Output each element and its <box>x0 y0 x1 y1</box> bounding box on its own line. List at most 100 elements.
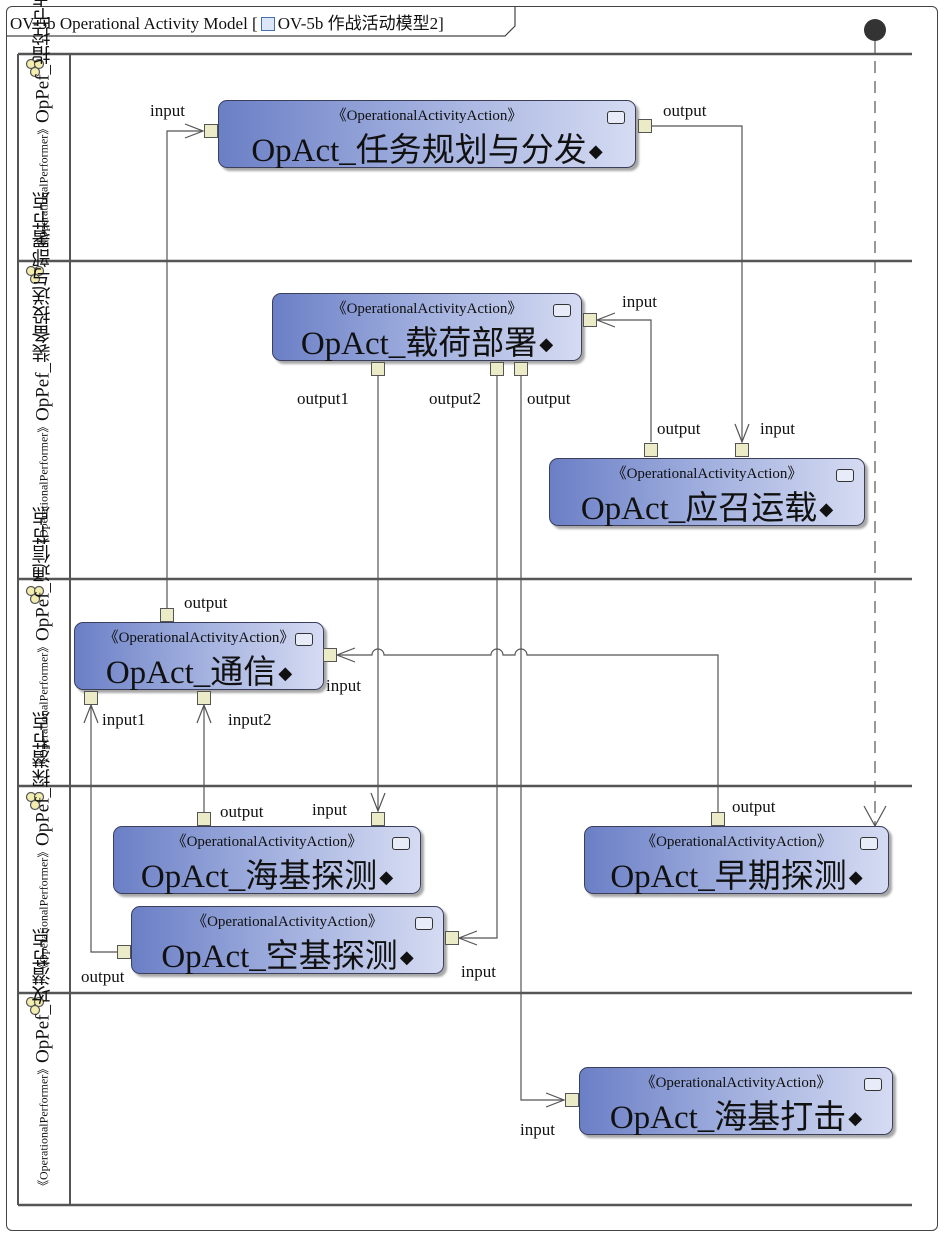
pin-strike-input[interactable] <box>565 1093 579 1107</box>
pin-label: output1 <box>297 389 349 408</box>
pin-comm-output[interactable] <box>160 608 174 622</box>
flow-summon-to-deploy[interactable] <box>597 319 652 442</box>
action-name: OpAct_海基打击◆ <box>580 1090 892 1138</box>
pin-deploy-input[interactable] <box>583 313 597 327</box>
action-name-text: OpAct_任务规划与分发 <box>251 133 587 169</box>
pin-summon-output[interactable] <box>644 443 658 457</box>
lane-header-attack: 《OperationalPerformer》 OpPef_攻潜节点 <box>22 929 66 1192</box>
pin-label: output <box>184 593 228 612</box>
action-name: OpAct_早期探测◆ <box>585 849 888 897</box>
action-name: OpAct_载荷部署◆ <box>273 316 581 364</box>
pin-summon-input[interactable] <box>735 443 749 457</box>
pin-label: input <box>520 1120 555 1139</box>
lane-name: OpPef_通信节点 <box>32 506 54 641</box>
performer-icon <box>25 265 45 285</box>
arrowhead-plan-in <box>184 123 205 139</box>
call-behavior-icon: ◆ <box>819 499 834 519</box>
call-behavior-icon: ◆ <box>848 1108 863 1128</box>
pin-label: output <box>732 797 776 816</box>
action-summon-transport[interactable]: 《OperationalActivityAction》 OpAct_应召运载◆ <box>549 458 865 529</box>
lane-name: OpPef_探潜节点 <box>32 711 54 846</box>
pin-label: input <box>760 419 795 438</box>
action-box-icon <box>607 111 625 124</box>
arrowhead-sea-in <box>370 792 386 813</box>
flow-comm-to-plan[interactable] <box>166 130 203 608</box>
pin-label: output <box>527 389 571 408</box>
performer-icon <box>25 791 45 811</box>
activity-diagram-icon <box>260 17 275 31</box>
action-name: OpAct_通信◆ <box>75 645 323 693</box>
call-behavior-icon: ◆ <box>588 141 603 161</box>
arrowhead-strike-in <box>545 1092 566 1108</box>
pin-sea-output[interactable] <box>197 812 211 826</box>
pin-air-output[interactable] <box>117 945 131 959</box>
flow-deploy-to-strike[interactable] <box>520 375 564 1101</box>
action-name-text: OpAct_海基打击 <box>609 1100 847 1136</box>
action-air-detection[interactable]: 《OperationalActivityAction》 OpAct_空基探测◆ <box>131 906 444 975</box>
call-behavior-icon: ◆ <box>539 334 554 354</box>
call-behavior-icon: ◆ <box>278 663 293 683</box>
title-tab-border <box>6 6 516 37</box>
pin-label: output2 <box>429 389 481 408</box>
pin-deploy-output2[interactable] <box>490 362 504 376</box>
action-name-text: OpAct_海基探测 <box>140 859 378 895</box>
action-sea-strike[interactable]: 《OperationalActivityAction》 OpAct_海基打击◆ <box>579 1067 893 1138</box>
pin-plan-output[interactable] <box>638 119 652 133</box>
action-box-icon <box>415 917 433 930</box>
action-box-icon <box>860 837 878 850</box>
action-stereotype: 《OperationalActivityAction》 <box>640 1075 832 1091</box>
action-box-icon <box>836 469 854 482</box>
lane-name: OpPef_指控节点 <box>32 0 54 123</box>
action-stereotype: 《OperationalActivityAction》 <box>103 630 295 646</box>
arrowhead-comm-in2 <box>196 703 212 724</box>
pin-air-input[interactable] <box>445 931 459 945</box>
action-box-icon <box>864 1078 882 1091</box>
pin-comm-input[interactable] <box>323 648 337 662</box>
diagram-title-name: OV-5b 作战活动模型2] <box>277 14 444 33</box>
pin-label: input <box>622 292 657 311</box>
pin-label: input2 <box>228 710 272 729</box>
pin-comm-input2[interactable] <box>197 691 211 705</box>
pin-early-output[interactable] <box>711 812 725 826</box>
action-box-icon <box>392 837 410 850</box>
arrowhead-comm-in1 <box>83 703 99 724</box>
pin-sea-input[interactable] <box>371 812 385 826</box>
pin-label: output <box>81 967 125 986</box>
diagram-title: OV-5b Operational Activity Model [OV-5b … <box>6 6 470 36</box>
pin-comm-input1[interactable] <box>84 691 98 705</box>
action-name: OpAct_海基探测◆ <box>114 849 420 897</box>
action-name: OpAct_任务规划与分发◆ <box>219 123 635 171</box>
lane-name: OpPef_攻潜节点 <box>32 928 54 1063</box>
pin-plan-input[interactable] <box>204 124 218 138</box>
flow-deploy-to-air[interactable] <box>459 375 498 939</box>
action-early-detection[interactable]: 《OperationalActivityAction》 OpAct_早期探测◆ <box>584 826 889 897</box>
pin-label: input <box>326 676 361 695</box>
action-plan-dispatch[interactable]: 《OperationalActivityAction》 OpAct_任务规划与分… <box>218 100 636 171</box>
action-name-text: OpAct_应召运载 <box>580 491 818 527</box>
action-name-text: OpAct_载荷部署 <box>300 326 538 362</box>
action-stereotype: 《OperationalActivityAction》 <box>192 914 383 930</box>
initial-node[interactable] <box>864 19 886 41</box>
action-payload-deploy[interactable]: 《OperationalActivityAction》 OpAct_载荷部署◆ <box>272 293 582 364</box>
action-stereotype: 《OperationalActivityAction》 <box>611 466 803 482</box>
flow-early-to-comm[interactable] <box>337 648 719 812</box>
pin-label: input <box>312 800 347 819</box>
pin-deploy-output1[interactable] <box>371 362 385 376</box>
arrowhead-summon-in <box>734 423 750 444</box>
pin-label: output <box>220 802 264 821</box>
flow-air-to-comm[interactable] <box>90 705 117 953</box>
flow-plan-to-summon[interactable] <box>652 125 743 442</box>
action-stereotype: 《OperationalActivityAction》 <box>331 108 523 124</box>
action-communication[interactable]: 《OperationalActivityAction》 OpAct_通信◆ <box>74 622 324 693</box>
action-name: OpAct_应召运载◆ <box>550 481 864 529</box>
action-sea-detection[interactable]: 《OperationalActivityAction》 OpAct_海基探测◆ <box>113 826 421 897</box>
pin-deploy-output[interactable] <box>514 362 528 376</box>
performer-icon <box>25 996 45 1016</box>
pin-label: input <box>150 101 185 120</box>
performer-icon <box>25 58 45 78</box>
call-behavior-icon: ◆ <box>848 867 863 887</box>
arrowhead-deploy-in <box>595 312 616 328</box>
lane-stereotype: 《OperationalPerformer》 <box>36 1062 51 1192</box>
call-behavior-icon: ◆ <box>379 867 394 887</box>
